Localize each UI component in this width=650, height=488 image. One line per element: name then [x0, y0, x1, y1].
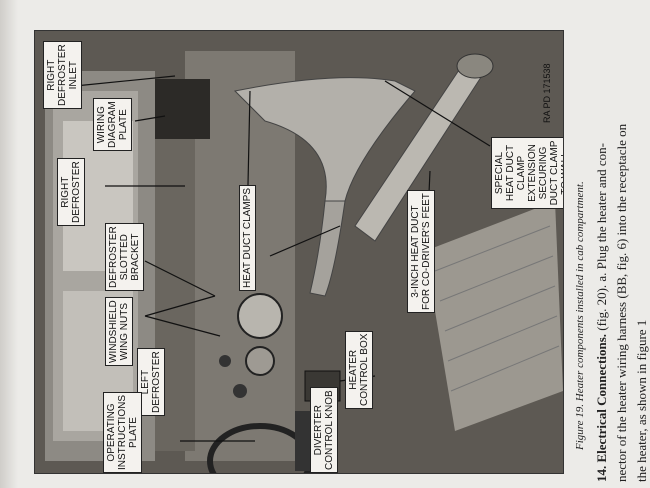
- section-heading: 14. Electrical Connections.: [594, 333, 609, 482]
- body-line-2: nector of the heater wiring harness (BB,…: [614, 123, 629, 482]
- figure-caption: Figure 19. Heater components installed i…: [574, 181, 586, 450]
- page-spine-shadow: [0, 0, 18, 488]
- label-heat-duct-clamps: HEAT DUCT CLAMPS: [239, 184, 256, 291]
- body-line-1: 14. Electrical Connections. (fig. 20). a…: [594, 143, 610, 482]
- ra-code: RA PD 171538: [542, 63, 552, 123]
- label-right-defroster: RIGHT DEFROSTER: [57, 158, 85, 226]
- label-three-inch-heat-duct: 3-INCH HEAT DUCT FOR CO-DRIVER'S FEET: [407, 190, 435, 313]
- label-windshield-wing-nuts: WINDSHIELD WING NUTS: [105, 297, 133, 366]
- label-special-heat-duct-clamp: SPECIAL HEAT DUCT CLAMP EXTENSION SECURI…: [491, 137, 563, 209]
- label-diverter-control-knob: DIVERTER CONTROL KNOB: [310, 387, 338, 473]
- body-line-3: the heater, as shown in figure 1: [634, 319, 649, 482]
- cab-photograph: RIGHT DEFROSTER INLET WIRING DIAGRAM PLA…: [34, 30, 564, 474]
- label-operating-instructions-plate: OPERATING INSTRUCTIONS PLATE: [103, 392, 142, 473]
- label-heater-control-box: HEATER CONTROL BOX: [345, 330, 373, 409]
- label-wiring-diagram-plate: WIRING DIAGRAM PLATE: [93, 98, 132, 151]
- body-line-1-text: (fig. 20). a. Plug the heater and con-: [594, 142, 609, 331]
- label-right-defroster-inlet: RIGHT DEFROSTER INLET: [43, 41, 82, 109]
- label-defroster-slotted-bracket: DEFROSTER SLOTTED BRACKET: [105, 223, 144, 291]
